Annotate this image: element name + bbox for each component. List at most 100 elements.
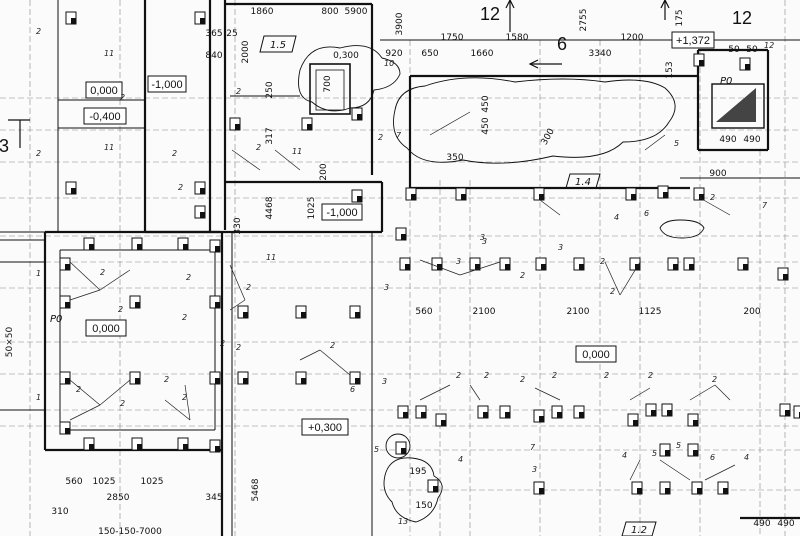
svg-text:25: 25 xyxy=(226,29,237,39)
mark-number: 7 xyxy=(530,443,536,452)
svg-text:330: 330 xyxy=(233,217,243,234)
mark-number: 2 xyxy=(710,193,715,202)
svg-text:800: 800 xyxy=(321,7,338,17)
mark-number: 2 xyxy=(36,149,41,158)
svg-text:1025: 1025 xyxy=(141,477,164,487)
mark-number: 2 xyxy=(484,371,489,380)
svg-text:153: 153 xyxy=(665,61,675,78)
mark-number: 2 xyxy=(648,371,653,380)
svg-text:317: 317 xyxy=(265,127,275,144)
mark-number: 2 xyxy=(600,257,605,266)
tag-boxes xyxy=(259,35,657,536)
mark-number: 6 xyxy=(350,385,355,394)
mark-number: 2 xyxy=(552,371,557,380)
detail-box xyxy=(711,83,765,129)
mark-number: 2 xyxy=(36,27,41,36)
svg-text:1750: 1750 xyxy=(441,33,464,43)
svg-text:5468: 5468 xyxy=(251,478,261,501)
mark-number: 13 xyxy=(398,517,408,526)
mark-number: 2 xyxy=(520,271,525,280)
svg-text:250: 250 xyxy=(265,81,275,98)
mark-number: 4 xyxy=(744,453,749,462)
mark-number: 1 xyxy=(36,269,41,278)
tag-label: 1.2 xyxy=(631,525,647,536)
mark-number: 1 xyxy=(36,393,41,402)
dimension-texts: 1860 800 5900 3900 1750 1580 920 650 166… xyxy=(5,7,795,529)
mark-number: 11 xyxy=(104,49,114,58)
mark-number: 4 xyxy=(622,451,627,460)
svg-text:900: 900 xyxy=(709,169,726,179)
mark-number: 3 xyxy=(482,237,487,246)
axis-label: 12 xyxy=(732,8,752,28)
mark-number: 2 xyxy=(172,149,177,158)
mark-number: 7 xyxy=(396,131,402,140)
level-mark: +0,300 xyxy=(308,422,342,434)
mark-number: 5 xyxy=(674,139,679,148)
svg-text:650: 650 xyxy=(421,49,438,59)
svg-text:1860: 1860 xyxy=(251,7,274,17)
svg-text:200: 200 xyxy=(319,163,329,180)
level-mark: -1,000 xyxy=(326,207,357,219)
mark-number: 2 xyxy=(236,343,241,352)
mark-number: 12 xyxy=(764,41,774,50)
svg-text:200: 200 xyxy=(743,307,760,317)
svg-text:1025: 1025 xyxy=(307,197,317,220)
mark-number: 2 xyxy=(100,268,105,277)
tag-label: P0 xyxy=(720,76,732,87)
leader-lines xyxy=(69,111,736,481)
svg-text:150: 150 xyxy=(415,501,432,511)
tag-label: 1.5 xyxy=(270,40,286,51)
mark-number: 6 xyxy=(644,209,649,218)
level-mark: 0,000 xyxy=(90,85,118,97)
mark-number: 2 xyxy=(456,371,461,380)
svg-text:3900: 3900 xyxy=(395,12,405,35)
axis-label: 6 xyxy=(557,34,567,54)
axis-label: 3 xyxy=(0,136,9,156)
mark-number: 10 xyxy=(384,59,394,68)
mark-number: 2 xyxy=(164,375,169,384)
mark-number: 2 xyxy=(520,375,525,384)
level-mark: +1,372 xyxy=(676,35,710,47)
axis-label: 12 xyxy=(480,4,500,24)
level-mark: 0,000 xyxy=(582,349,610,361)
mark-number: 2 xyxy=(712,375,717,384)
svg-text:50: 50 xyxy=(728,45,740,55)
svg-text:450: 450 xyxy=(481,117,491,134)
mark-number: 2 xyxy=(604,371,609,380)
svg-text:50×50: 50×50 xyxy=(5,327,15,358)
svg-text:4468: 4468 xyxy=(265,196,275,219)
svg-text:1125: 1125 xyxy=(639,307,662,317)
svg-text:490: 490 xyxy=(743,135,760,145)
mark-number: 2 xyxy=(120,93,125,102)
mark-number: 3 xyxy=(558,243,563,252)
svg-text:2100: 2100 xyxy=(567,307,590,317)
mark-number: 4 xyxy=(458,455,463,464)
mark-number: 2 xyxy=(76,385,81,394)
mark-number: 4 xyxy=(614,213,619,222)
mark-number: 5 xyxy=(374,445,379,454)
mark-number: 11 xyxy=(266,253,276,262)
svg-text:490: 490 xyxy=(719,135,736,145)
svg-text:0,300: 0,300 xyxy=(333,51,359,61)
svg-text:840: 840 xyxy=(205,51,222,61)
svg-text:1580: 1580 xyxy=(506,33,529,43)
revision-clouds xyxy=(298,45,705,523)
svg-text:350: 350 xyxy=(446,153,463,163)
mark-number: 7 xyxy=(762,201,768,210)
mark-number: 2 xyxy=(182,313,187,322)
tag-label: 1.4 xyxy=(575,177,591,188)
svg-text:50: 50 xyxy=(746,45,758,55)
section-arrows xyxy=(8,0,670,148)
level-mark: -1,000 xyxy=(151,79,182,91)
mark-number: 2 xyxy=(330,341,335,350)
mark-number: 5 xyxy=(676,441,681,450)
mark-number: 2 xyxy=(246,283,251,292)
svg-text:3340: 3340 xyxy=(589,49,612,59)
mark-number: 2 xyxy=(220,339,225,348)
svg-text:1025: 1025 xyxy=(93,477,116,487)
mark-number: 2 xyxy=(610,287,615,296)
svg-text:345: 345 xyxy=(205,493,222,503)
